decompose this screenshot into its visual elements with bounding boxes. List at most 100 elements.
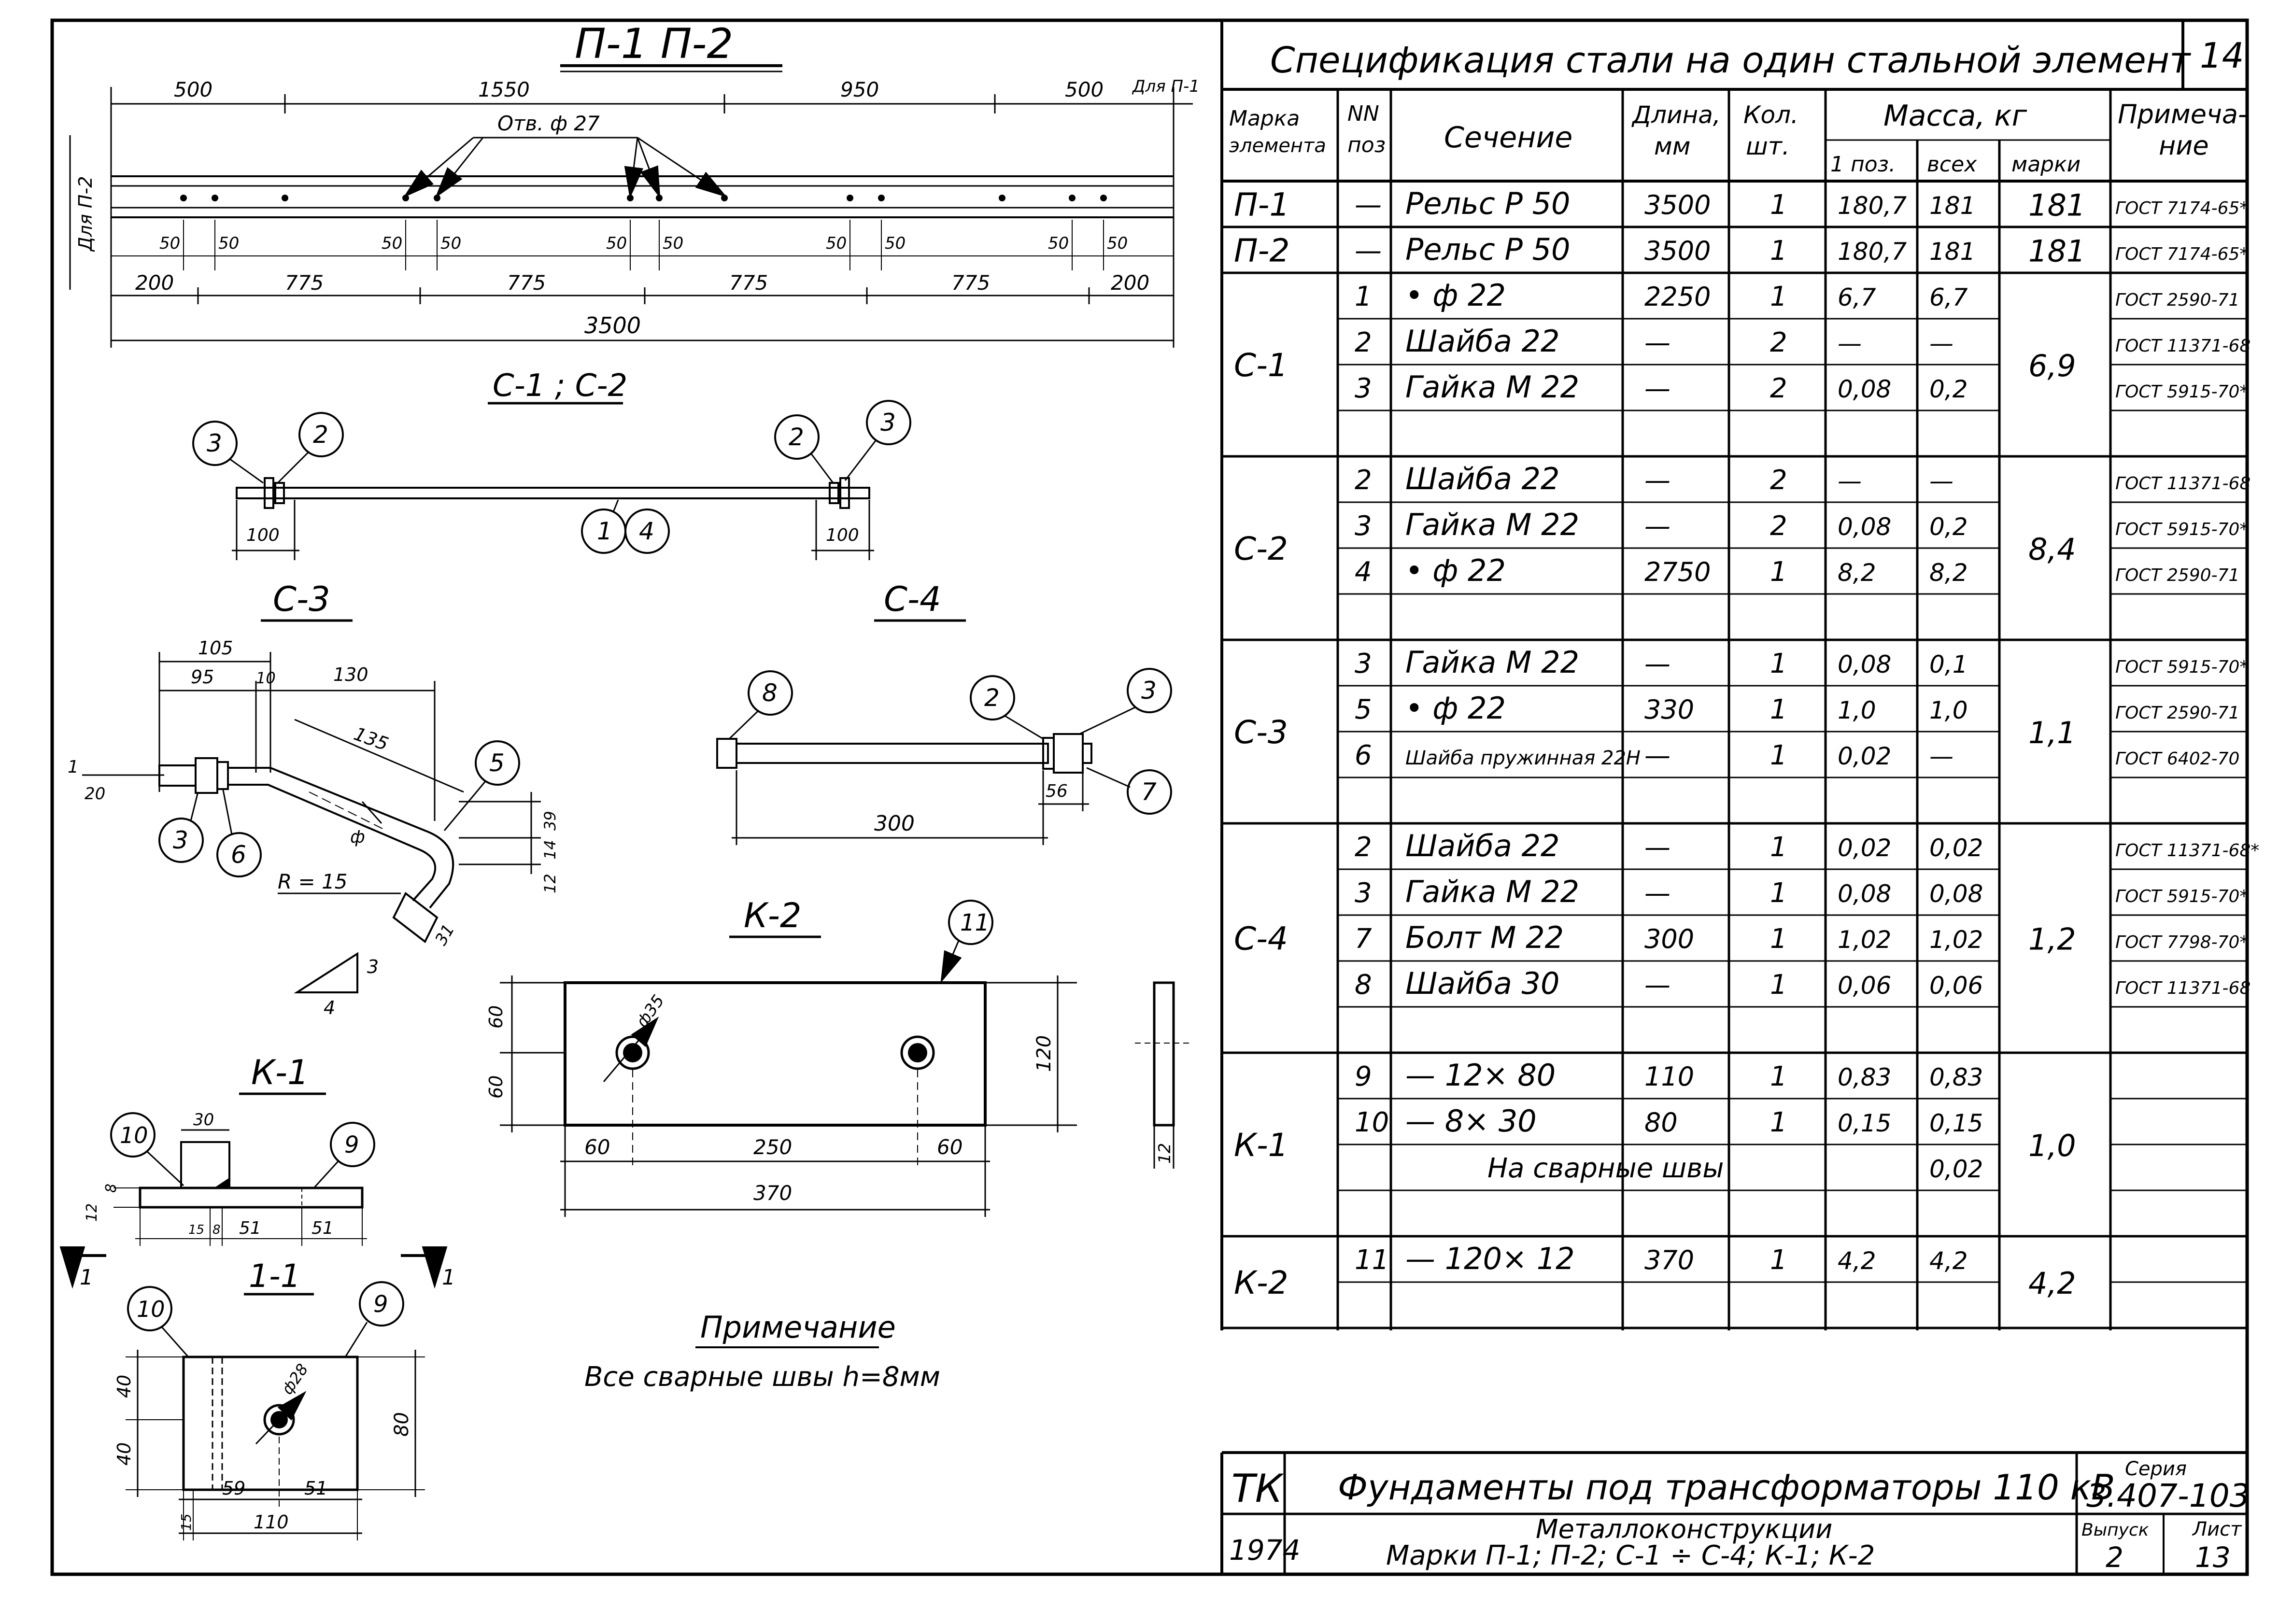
c4-dim-56: 56 xyxy=(1046,781,1068,801)
spec-cell-qty: 2 xyxy=(1770,465,1787,496)
spec-cell-pos: 7 xyxy=(1355,923,1372,955)
spec-cell-note: ГОСТ 11371-68* xyxy=(2115,841,2259,861)
k2-hole: ф35 xyxy=(633,991,668,1031)
spec-cell-note: ГОСТ 5915-70* xyxy=(2115,382,2248,402)
note: Примечание Все сварные швы h=8мм xyxy=(584,1310,940,1393)
spec-header-pos: NN xyxy=(1347,101,1379,126)
rail-dim-bottom-6: 200 xyxy=(1111,271,1149,295)
spec-cell-mass-mark: 1,0 xyxy=(2028,1128,2076,1163)
section-mark-left: 1 xyxy=(80,1265,93,1290)
note-title: Примечание xyxy=(700,1310,896,1345)
c4-title: С-4 xyxy=(884,579,941,619)
k2-title: К-2 xyxy=(744,896,802,935)
spec-cell-mass-one: 1,02 xyxy=(1838,926,1891,954)
k2-dim-60d: 60 xyxy=(937,1135,963,1159)
spec-cell-qty: 1 xyxy=(1770,556,1787,588)
c4-dim-300: 300 xyxy=(874,811,915,836)
spec-header-mass-mark: марки xyxy=(2011,152,2081,177)
spec-cell-note: ГОСТ 11371-68 xyxy=(2115,474,2251,494)
spec-cell-mass-mark: 6,9 xyxy=(2028,348,2076,383)
spec-cell-length: 300 xyxy=(1644,924,1694,954)
s11-dim-80: 80 xyxy=(391,1412,413,1437)
spec-cell-mass-all: 0,2 xyxy=(1929,513,1968,541)
spec-cell-mass-one: 180,7 xyxy=(1838,238,1907,266)
spec-cell-mass-mark: 181 xyxy=(2028,188,2085,223)
spec-cell-length: — xyxy=(1644,832,1670,862)
spec-cell-qty: 1 xyxy=(1770,281,1787,312)
c12-callout-1: 1 xyxy=(597,517,612,545)
k1-dim-30: 30 xyxy=(193,1110,214,1130)
spec-cell-mass-all: — xyxy=(1929,467,1953,495)
k2-dim-120: 120 xyxy=(1033,1035,1055,1072)
spec-cell-mass-all: 0,06 xyxy=(1929,972,1983,1000)
spec-cell-mass-one: — xyxy=(1838,467,1862,495)
spec-cell-note: ГОСТ 7174-65* xyxy=(2115,198,2248,218)
spec-cell-qty: 2 xyxy=(1770,510,1787,542)
title-block: ТК 1974 Фундаменты под трансформаторы 11… xyxy=(1220,1451,2250,1574)
spec-cell-pos: 2 xyxy=(1355,327,1372,358)
c3-dim-130: 130 xyxy=(333,664,368,685)
rail-dim-50-5: 50 xyxy=(606,234,627,253)
rail-dim-bottom-1: 200 xyxy=(135,271,174,295)
k2-dim-60c: 60 xyxy=(584,1135,610,1159)
stamp-subtitle-2: Марки П-1; П-2; С-1 ÷ С-4; К-1; К-2 xyxy=(1386,1540,1875,1571)
rail-dim-total: 3500 xyxy=(584,312,641,339)
spec-cell-mass-all: 0,15 xyxy=(1929,1109,1983,1137)
c4-callout-3: 3 xyxy=(1141,677,1157,705)
c3-dim-135: 135 xyxy=(351,723,391,755)
spec-cell-mass-mark: 1,1 xyxy=(2028,715,2076,750)
rail-dim-top-1: 500 xyxy=(174,78,212,101)
spec-cell-mass-one: 0,02 xyxy=(1838,834,1891,862)
c12-drawing: С-1 ; С-2 3 2 1 4 2 3 100 100 xyxy=(192,368,911,560)
rail-dim-50-3: 50 xyxy=(382,234,402,253)
spec-cell-mass-all: 181 xyxy=(1929,192,1975,220)
spec-cell-length: 2750 xyxy=(1644,557,1711,587)
k2-callout-11: 11 xyxy=(960,909,990,936)
spec-header-mass-one: 1 поз. xyxy=(1830,152,1896,177)
spec-cell-qty: 1 xyxy=(1770,1107,1787,1138)
rail-dims-50: 50 50 50 50 50 50 50 50 50 50 xyxy=(159,220,1128,270)
spec-cell-mass-one: 0,02 xyxy=(1838,742,1891,770)
spec-cell-pos: 4 xyxy=(1355,556,1372,588)
spec-cell-qty: 1 xyxy=(1770,1061,1787,1092)
spec-cell-section: Болт М 22 xyxy=(1405,920,1564,955)
k1-drawing: К-1 30 10 9 12 8 15 8 51 51 xyxy=(84,1053,375,1246)
spec-cell-qty: 1 xyxy=(1770,1244,1787,1276)
spec-cell-mass-all: — xyxy=(1929,742,1953,770)
c4-callout-7: 7 xyxy=(1141,778,1157,806)
c12-callout-3a: 3 xyxy=(207,429,222,457)
sheet-frame xyxy=(50,18,2249,1576)
spec-cell-length: — xyxy=(1644,511,1670,541)
spec-cell-pos: 9 xyxy=(1355,1061,1372,1092)
c4-callout-8: 8 xyxy=(762,679,778,707)
c12-callout-2a: 2 xyxy=(313,421,328,449)
spec-cell-mass-one: 0,08 xyxy=(1838,650,1891,678)
spec-cell-mass-all: 181 xyxy=(1929,238,1975,266)
s11-dim-40b: 40 xyxy=(113,1442,135,1466)
c3-dim-20: 20 xyxy=(85,784,105,804)
spec-cell-pos: 11 xyxy=(1355,1244,1389,1276)
spec-cell-section: Гайка М 22 xyxy=(1405,507,1579,542)
spec-cell-length: 2250 xyxy=(1644,282,1711,312)
spec-cell-pos: 6 xyxy=(1355,740,1372,771)
spec-cell-section: Шайба 22 xyxy=(1405,828,1559,863)
spec-cell-mass-all: 0,02 xyxy=(1929,1155,1983,1183)
c3-drawing: С-3 105 95 10 130 135 1 20 ф 39 14 1 xyxy=(68,579,559,1018)
spec-cell-pos: 3 xyxy=(1355,877,1372,909)
s11-dim-59: 59 xyxy=(222,1478,245,1499)
spec-cell-mass-all: — xyxy=(1929,329,1953,357)
c3-dim-12: 12 xyxy=(541,874,559,893)
c12-callout-3b: 3 xyxy=(880,409,896,437)
spec-cell-mark: П-1 xyxy=(1234,186,1289,224)
s11-drawing: 1-1 ф28 10 9 40 40 80 59 51 110 15 xyxy=(113,1257,425,1540)
spec-cell-mass-all: 1,0 xyxy=(1929,696,1968,724)
spec-header-mass: Масса, кг xyxy=(1883,99,2027,133)
stamp-subtitle-1: Металлоконструкции xyxy=(1536,1514,1832,1544)
spec-cell-pos: — xyxy=(1355,235,1382,267)
spec-table: Спецификация стали на один стальной элем… xyxy=(1222,20,2247,1330)
spec-header-note-2: ние xyxy=(2159,130,2209,161)
k2-drawing: К-2 ф35 11 60 60 120 60 250 60 370 xyxy=(485,896,1193,1217)
rail-dim-bottom-3: 775 xyxy=(507,271,546,295)
spec-cell-pos: 5 xyxy=(1355,694,1372,725)
